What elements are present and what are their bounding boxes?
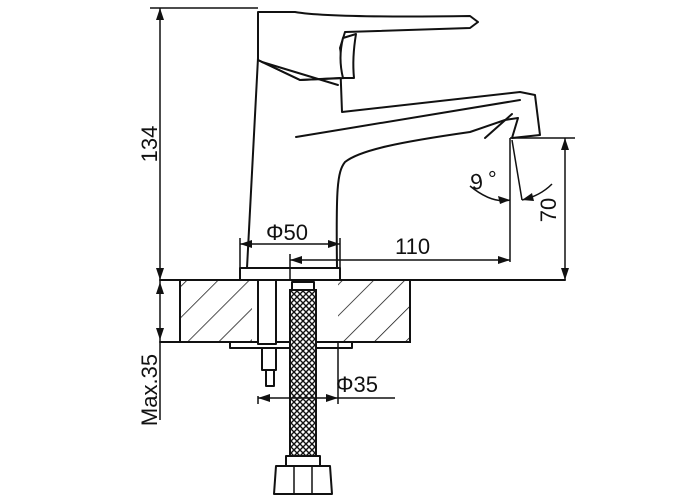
dimension-phi-50: Φ50 [239,220,341,268]
dimension-label-70: 70 [536,198,561,222]
lever-handle [257,11,479,86]
countertop-section [159,279,566,343]
dimension-phi-35: Φ35 [257,342,395,404]
supply-hose [273,281,333,495]
dimension-label-134: 134 [137,126,162,163]
faucet-body [246,57,541,269]
dimension-angle-9: 9 ° [469,138,553,262]
dimension-reach-110: 110 [289,234,510,280]
dimension-height-134: 134 [137,7,258,280]
dimension-label-phi-50: Φ50 [266,220,308,245]
dimension-label-110: 110 [395,234,430,259]
dimension-max-35: Max.35 [137,280,164,426]
dimension-label-max-35: Max.35 [137,354,162,426]
dimension-label-phi-35: Φ35 [336,372,378,397]
dimension-label-9: 9 ° [469,166,500,195]
mounting-stud [257,279,277,387]
dimension-height-70: 70 [510,137,575,280]
